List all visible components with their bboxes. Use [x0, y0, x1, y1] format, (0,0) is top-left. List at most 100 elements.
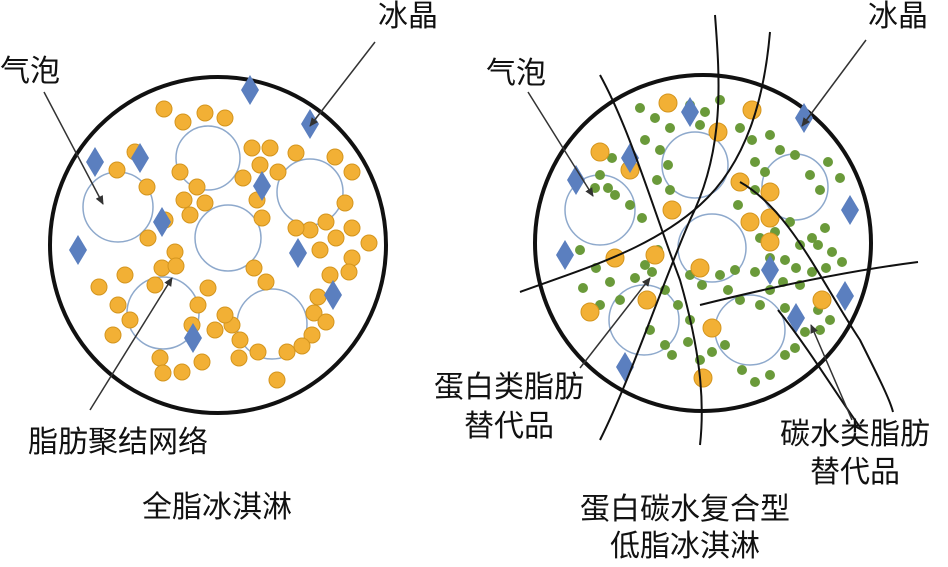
fat-globule: [151, 349, 169, 367]
protein-particle: [707, 347, 717, 357]
fat-globule: [121, 311, 139, 329]
left-bubble-label: 气泡: [0, 54, 60, 89]
right-air-bubbles: [564, 131, 829, 366]
left-network-arrow: [89, 277, 173, 411]
fat-globule: [311, 241, 329, 259]
fat-globule: [693, 368, 713, 388]
protein-particle: [655, 145, 665, 155]
ice-crystal-icon: [556, 240, 574, 270]
protein-particle: [825, 315, 835, 325]
right-carb-label-line2: 替代品: [810, 455, 900, 490]
fat-globule: [196, 194, 214, 212]
protein-particle: [723, 285, 733, 295]
left-caption: 全脂冰淇淋: [142, 490, 292, 525]
protein-particle: [650, 113, 660, 123]
protein-particle: [607, 153, 617, 163]
fat-globule: [317, 213, 335, 231]
ice-crystal-icon: [289, 238, 307, 268]
fat-globule: [360, 234, 378, 252]
protein-particle: [750, 377, 760, 387]
fat-globule: [269, 163, 287, 181]
ice-crystal-icon: [131, 143, 149, 173]
ice-crystal-icon: [253, 171, 271, 201]
protein-particle: [807, 233, 817, 243]
protein-particle: [640, 135, 650, 145]
protein-particle: [715, 95, 725, 105]
fat-globule: [153, 259, 171, 277]
fat-globule: [146, 276, 164, 294]
fat-globule: [336, 194, 354, 212]
protein-particle: [813, 240, 823, 250]
protein-particle: [635, 103, 645, 113]
protein-particle: [665, 185, 675, 195]
protein-particle: [823, 157, 833, 167]
protein-particle: [647, 267, 657, 277]
protein-particle: [733, 200, 743, 210]
fat-globule: [104, 326, 122, 344]
protein-particle: [791, 263, 801, 273]
fat-globule: [760, 232, 780, 252]
fat-globule: [116, 266, 134, 284]
right-carb-label-line1: 碳水类脂肪: [780, 417, 930, 452]
carb-strand: [519, 31, 771, 293]
protein-particle: [790, 343, 800, 353]
fat-globule: [326, 148, 344, 166]
right-bubble-label: 气泡: [486, 56, 546, 91]
protein-particle: [815, 185, 825, 195]
fat-globule: [690, 258, 710, 278]
fat-globule: [317, 313, 335, 331]
protein-particle: [578, 283, 588, 293]
ice-crystal-icon: [761, 255, 779, 285]
ice-crystal-icon: [153, 207, 171, 237]
fat-globule: [760, 182, 780, 202]
protein-particle: [625, 200, 635, 210]
fat-globule: [206, 321, 224, 339]
right-caption-line2: 低脂冰淇淋: [610, 529, 760, 564]
protein-particle: [735, 295, 745, 305]
fat-globule: [234, 169, 252, 187]
protein-particle: [747, 135, 757, 145]
ice-crystal-icon: [836, 281, 854, 311]
ice-crystal-icon: [841, 195, 859, 225]
right-carb-arrow: [810, 324, 853, 421]
left-fat-network-label: 脂肪聚结网络: [28, 425, 208, 460]
fat-globule: [174, 113, 192, 131]
fat-globule: [637, 290, 657, 310]
fat-globule: [139, 229, 157, 247]
protein-particle: [827, 247, 837, 257]
protein-particle: [673, 300, 683, 310]
ice-crystal-icon: [86, 147, 104, 177]
protein-particle: [630, 273, 640, 283]
protein-particle: [765, 130, 775, 140]
air-bubble: [175, 125, 241, 191]
fat-globule: [216, 306, 234, 324]
protein-particle: [610, 190, 620, 200]
protein-particle: [665, 123, 675, 133]
fat-globule: [645, 245, 665, 265]
right-carbohydrate-strands: [519, 14, 919, 446]
left-ice-arrow: [309, 41, 376, 127]
carb-strand: [599, 14, 720, 441]
fat-globule: [580, 302, 600, 322]
fat-globule: [303, 326, 321, 344]
fat-globule: [199, 279, 217, 297]
fat-globule: [249, 343, 267, 361]
protein-particle: [815, 325, 825, 335]
fat-globule: [167, 257, 185, 275]
fat-globule: [109, 296, 127, 314]
left-ice-label: 冰晶: [378, 0, 438, 34]
protein-particle: [715, 270, 725, 280]
fat-globule: [605, 248, 625, 268]
right-ice-arrow: [801, 39, 867, 127]
protein-particle: [700, 107, 710, 117]
full-fat-ice-cream-diagram: [43, 41, 388, 415]
fat-globule: [812, 290, 832, 310]
protein-particle: [590, 183, 600, 193]
fat-globule: [257, 273, 275, 291]
fat-globule: [760, 208, 780, 228]
fat-globule: [171, 163, 189, 181]
fat-globule: [243, 139, 261, 157]
fat-globule: [590, 142, 610, 162]
fat-globule: [230, 349, 248, 367]
